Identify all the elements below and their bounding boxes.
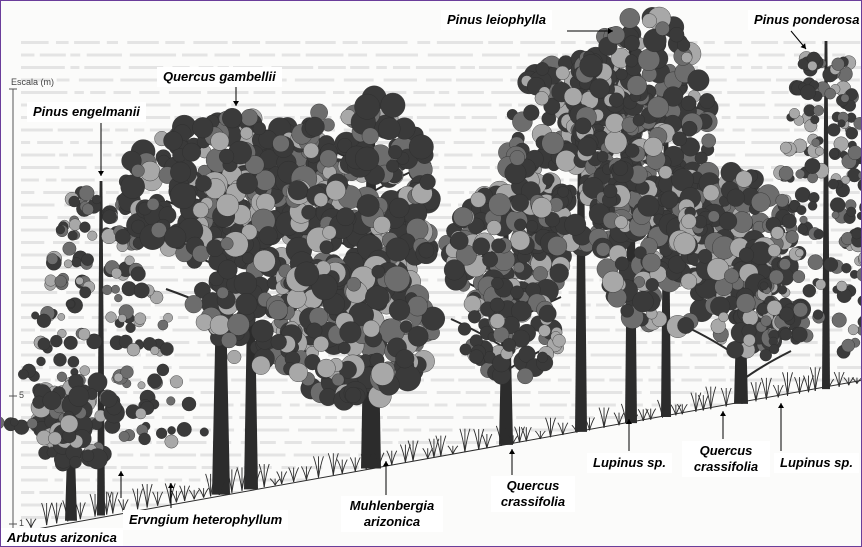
label-quercus-gambellii: Quercus gambellii [157, 67, 282, 87]
label-muhlenbergia-line2: arizonica [347, 514, 437, 530]
label-quercus-crassifolia-2: Quercus crassifolia [682, 441, 770, 477]
label-pinus-engelmanii: Pinus engelmanii [27, 102, 146, 122]
label-quercus-crassifolia-1: Quercus crassifolia [491, 476, 575, 512]
label-pinus-leiophylla: Pinus leiophylla [441, 10, 552, 30]
label-arbutus-arizonica: Arbutus arizonica [1, 528, 123, 547]
label-eryngium-heterophyllum: Ervngium heterophyllum [123, 510, 288, 530]
label-quercus-crassifolia-2-line1: Quercus [688, 443, 764, 459]
label-lupinus-2: Lupinus sp. [774, 453, 859, 473]
label-pinus-ponderosa: Pinus ponderosa [748, 10, 862, 30]
label-quercus-crassifolia-2-line2: crassifolia [688, 459, 764, 475]
label-lupinus-1: Lupinus sp. [587, 453, 672, 473]
label-quercus-crassifolia-1-line1: Quercus [497, 478, 569, 494]
label-muhlenbergia-arizonica: Muhlenbergia arizonica [341, 496, 443, 532]
label-muhlenbergia-line1: Muhlenbergia [347, 498, 437, 514]
tree-crowns [1, 7, 861, 471]
label-quercus-crassifolia-1-line2: crassifolia [497, 494, 569, 510]
